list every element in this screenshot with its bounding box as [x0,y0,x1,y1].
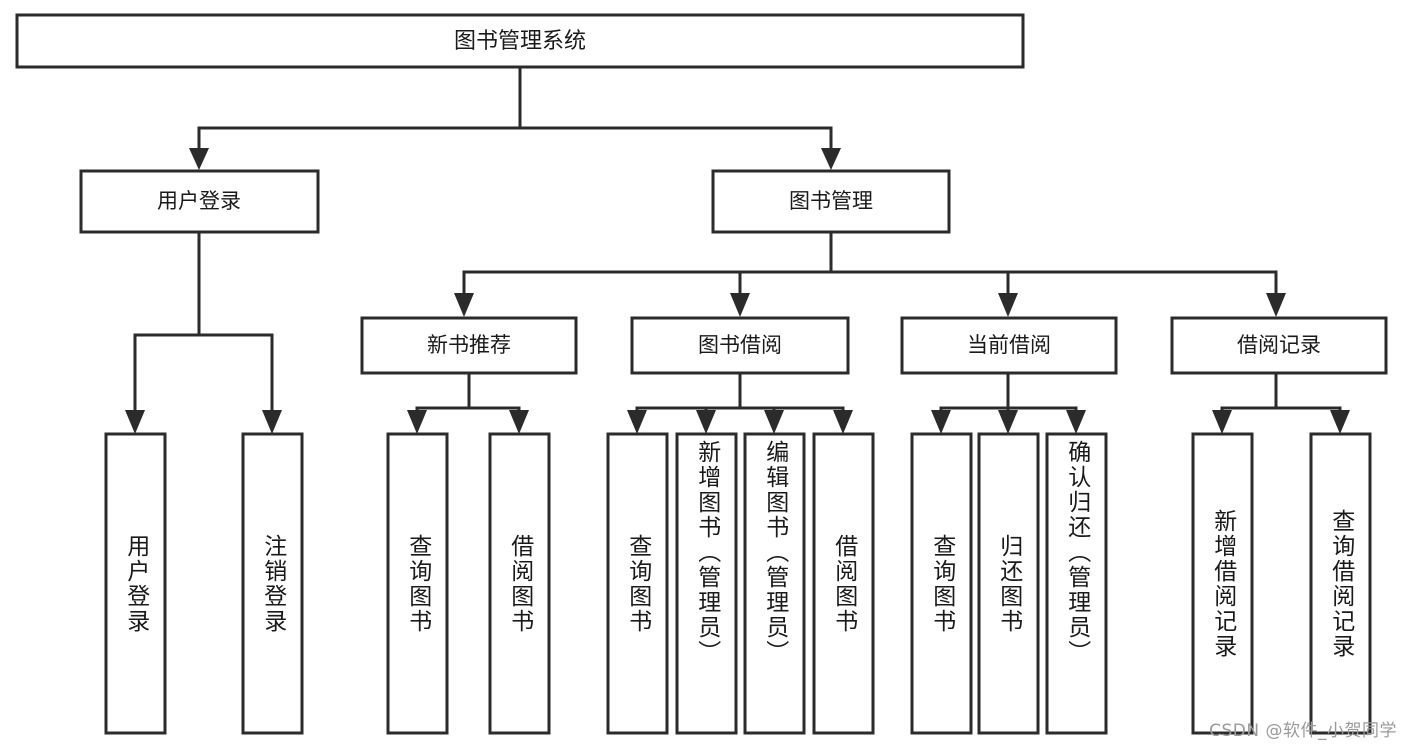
connector-group-borrow-record [1212,371,1350,434]
connector-group-user-login [125,230,282,434]
node-book-borrow-label: 图书借阅 [698,333,782,357]
arrow-to-leaf-add-book-admin [696,410,716,434]
leaf-borrow-book-2-box[interactable] [812,432,875,735]
node-root-box[interactable] [15,13,1025,69]
arrow-to-leaf-add-borrow-record [1212,410,1232,434]
arrow-to-leaf-return-book [998,410,1018,434]
connector-group-book-management [454,230,1286,317]
leaf-return-book-box[interactable] [977,432,1040,735]
node-current-borrow[interactable]: 当前借阅 [900,316,1118,375]
node-current-borrow-label: 当前借阅 [967,333,1051,357]
node-current-borrow-box[interactable] [900,316,1118,375]
leaf-user-login-box[interactable] [104,432,167,735]
arrow-to-leaf-query-book-1 [407,410,427,434]
node-book-management[interactable]: 图书管理 [711,169,951,234]
arrow-to-leaf-query-book-3 [931,410,951,434]
connector-group-current-borrow [931,371,1086,434]
leaf-query-borrow-record-box[interactable] [1309,432,1372,735]
node-user-login-label: 用户登录 [157,189,241,213]
leaf-query-book-2-box[interactable] [606,432,669,735]
leaf-query-book-3-box[interactable] [910,432,973,735]
arrow-to-current-borrow [998,293,1018,317]
arrow-root-to-book-management [821,148,841,170]
arrow-to-leaf-query-book-2 [627,410,647,434]
leaf-add-borrow-record-box[interactable] [1191,432,1254,735]
arrow-to-borrow-record [1266,293,1286,317]
arrow-to-leaf-user-logout [262,410,282,434]
leaf-user-logout-box[interactable] [241,432,304,735]
leaf-borrow-book-1-box[interactable] [488,432,551,735]
node-book-borrow-box[interactable] [630,316,850,375]
node-user-login-box[interactable] [79,169,320,234]
node-root-label: 图书管理系统 [454,29,586,54]
node-root[interactable]: 图书管理系统 [15,13,1025,69]
node-borrow-record[interactable]: 借阅记录 [1170,316,1388,375]
connector-group-new-book-recommend [407,371,529,434]
node-new-book-recommend-label: 新书推荐 [427,333,511,357]
leaf-confirm-return-admin-box[interactable] [1045,432,1108,735]
node-new-book-recommend-box[interactable] [360,316,578,375]
arrow-root-to-user-login [189,148,209,170]
arrow-to-leaf-borrow-book-1 [509,410,529,434]
connector-group-book-borrow [627,371,853,434]
node-book-management-box[interactable] [711,169,951,234]
leaf-edit-book-admin-box[interactable] [743,432,806,735]
leaf-add-book-admin-box[interactable] [675,432,738,735]
connector-group-root [189,65,841,170]
leaf-boxes [104,432,1372,735]
arrow-to-leaf-query-borrow-record [1330,410,1350,434]
arrow-to-leaf-confirm-return-admin [1066,410,1086,434]
node-book-borrow[interactable]: 图书借阅 [630,316,850,375]
arrow-to-book-borrow [730,293,750,317]
arrow-to-leaf-borrow-book-2 [833,410,853,434]
arrow-to-leaf-edit-book-admin [764,410,784,434]
node-user-login[interactable]: 用户登录 [79,169,320,234]
arrow-to-new-book-recommend [454,293,474,317]
arrow-to-leaf-user-login [125,410,145,434]
node-borrow-record-label: 借阅记录 [1237,333,1321,357]
node-borrow-record-box[interactable] [1170,316,1388,375]
csdn-watermark: CSDN @软件_小贺同学 [1209,721,1397,741]
node-new-book-recommend[interactable]: 新书推荐 [360,316,578,375]
node-book-management-label: 图书管理 [789,189,873,213]
leaf-query-book-1-box[interactable] [386,432,449,735]
